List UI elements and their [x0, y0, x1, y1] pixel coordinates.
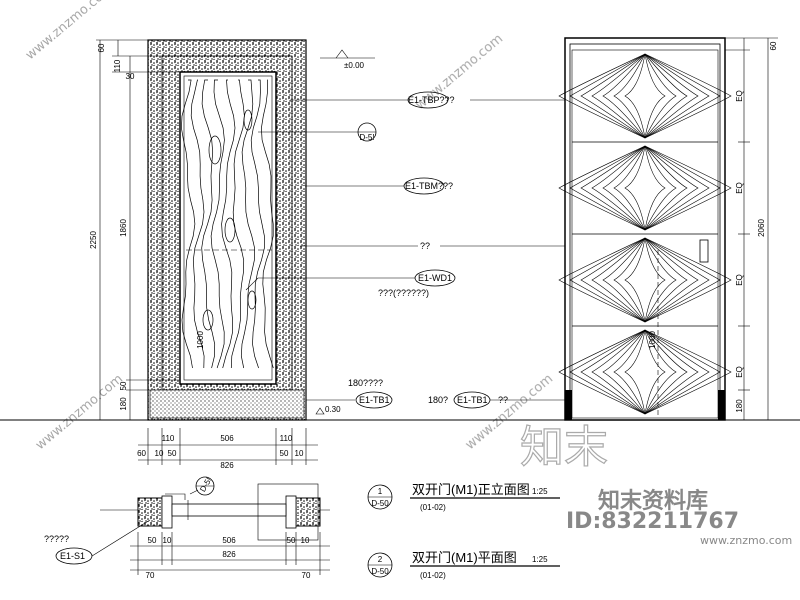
plan-dimensions [130, 532, 330, 575]
dim-180: 180 [119, 397, 128, 411]
dim-2250: 2250 [89, 231, 98, 249]
note-180-right: 180? [428, 395, 448, 405]
left-door-elevation [147, 39, 307, 421]
right-door-elevation [558, 37, 732, 421]
dim-handle-1000: 1000 [196, 331, 205, 349]
level-mark-top [320, 49, 375, 59]
left-bottom-dimensions [138, 428, 318, 465]
watermark-id: ID:832211767 [566, 509, 739, 534]
dim-eq-3: EQ [735, 274, 744, 286]
title1-scale: 1:25 [532, 487, 548, 496]
level-030: 0.30 [325, 405, 341, 414]
tag-tbm [403, 177, 445, 195]
plan-door-leaf [171, 503, 287, 517]
plan-wall-left [137, 497, 163, 527]
leader-lines [245, 99, 568, 401]
dim-eq-1: EQ [735, 90, 744, 102]
plan-dim-10b: 10 [301, 536, 310, 545]
plan-dim-50b: 50 [287, 536, 296, 545]
tag-wd1 [414, 269, 456, 287]
plan-dim-10a: 10 [163, 536, 172, 545]
right-base-left [565, 390, 572, 420]
dim-right-handle-1000: 1000 [648, 331, 657, 349]
title1-num: 1 [378, 487, 383, 496]
watermark-brand-lib: 知末资料库 [598, 488, 708, 514]
left-dimension-chain [96, 39, 180, 421]
left-door-wood-panel [179, 71, 277, 385]
plan-dim-70b: 70 [302, 571, 311, 580]
label-qq-right: ?? [498, 395, 508, 405]
dim-bottom-110b: 110 [280, 434, 293, 443]
dim-bottom-60: 60 [137, 449, 146, 458]
label-qq: ?? [420, 241, 430, 251]
title2-text: 双开门(M1)平面图 [412, 550, 517, 565]
note-180-left: 180???? [348, 378, 383, 388]
tag-tbp [407, 91, 449, 109]
title1-text: 双开门(M1)正立面图 [412, 482, 530, 497]
title-block-2: 2 D-50 双开门(M1)平面图 1:25 (01-02) [367, 550, 560, 580]
watermark-site-small: www.znzmo.com [700, 534, 792, 547]
watermark-brand-cn: 知末 [520, 422, 608, 473]
wd1-note: ???(??????) [378, 288, 429, 298]
dim-1860: 1860 [119, 219, 128, 237]
level-mark-text: ±0.00 [344, 61, 365, 70]
right-dimension-chain [725, 37, 778, 421]
plan-dim-70a: 70 [146, 571, 155, 580]
tag-tb1-right [453, 391, 491, 409]
callout-d5-text: D-5! [359, 133, 374, 142]
dim-bottom-506: 506 [220, 434, 234, 443]
dim-bottom-50b: 50 [280, 449, 289, 458]
tag-wd1-text: E1-WD1 [418, 273, 452, 283]
tag-tbp-text: E1-TBP??? [408, 95, 455, 105]
tag-tbm-text: E1-TBM??? [405, 181, 453, 191]
title1-sub: D-50 [371, 499, 389, 508]
title2-note: (01-02) [420, 571, 446, 580]
plan-dim-826: 826 [222, 550, 236, 559]
dim-eq-2: EQ [735, 182, 744, 194]
plan-dim-50a: 50 [148, 536, 157, 545]
dim-top-60: 60 [97, 43, 106, 52]
dim-top-30: 30 [126, 72, 135, 81]
dim-bottom-826: 826 [220, 461, 234, 470]
door-plan-section [100, 483, 330, 541]
tag-tb1-left [355, 391, 393, 409]
dim-right-180: 180 [735, 399, 744, 413]
title1-note: (01-02) [420, 503, 446, 512]
watermark-site-3: www.znzmo.com [33, 371, 126, 453]
dim-bottom-110a: 110 [162, 434, 175, 443]
dim-bottom-10a: 10 [155, 449, 164, 458]
dim-bottom-10b: 10 [295, 449, 304, 458]
plan-left-tag-text: E1-S1 [60, 551, 85, 561]
tag-tb1-left-text: E1-TB1 [359, 395, 390, 405]
title-block-1: 1 D-50 双开门(M1)正立面图 1:25 (01-02) [367, 482, 560, 512]
title2-scale: 1:25 [532, 555, 548, 564]
plan-left-note: ????? [44, 534, 69, 544]
wood-grain-pattern [181, 79, 274, 369]
dim-right-60: 60 [769, 41, 778, 50]
tag-tb1-right-text: E1-TB1 [457, 395, 488, 405]
dim-top-110: 110 [113, 59, 122, 72]
left-door-kick-plate [149, 389, 305, 419]
title2-sub: D-50 [371, 567, 389, 576]
veneer-grain-pattern [558, 53, 732, 415]
plan-dim-506: 506 [222, 536, 236, 545]
watermark-site-2: www.znzmo.com [413, 31, 506, 113]
title2-num: 2 [378, 555, 383, 564]
dim-2060: 2060 [757, 219, 766, 237]
plan-wall-right [295, 497, 321, 527]
dim-50: 50 [119, 381, 128, 390]
door-handle [699, 239, 709, 263]
dim-bottom-50a: 50 [168, 449, 177, 458]
dim-eq-4: EQ [735, 366, 744, 378]
right-base-right [718, 390, 725, 420]
watermark-site-1: www.znzmo.com [23, 0, 116, 63]
